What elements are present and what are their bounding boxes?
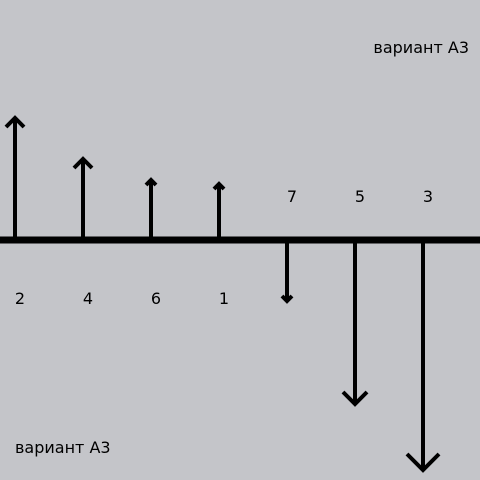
arrow-label-6: 6 <box>150 289 162 308</box>
arrow-label-7: 7 <box>286 187 298 206</box>
arrow-head-6 <box>144 177 158 187</box>
arrow-head-3 <box>405 452 441 473</box>
caption-top: вариант А3 <box>373 38 469 57</box>
arrow-label-4: 4 <box>82 289 94 308</box>
arrow-label-3: 3 <box>422 187 434 206</box>
arrow-4 <box>72 156 94 240</box>
arrow-label-1: 1 <box>218 289 230 308</box>
arrow-label-2: 2 <box>14 289 26 308</box>
arrow-1 <box>212 181 226 240</box>
arrow-2 <box>4 115 26 240</box>
arrow-7 <box>280 240 294 304</box>
arrow-head-1 <box>212 181 226 191</box>
arrow-head-4 <box>72 156 94 170</box>
arrow-head-5 <box>341 390 369 407</box>
arrow-5 <box>341 240 369 407</box>
arrow-head-7 <box>280 294 294 304</box>
arrow-6 <box>144 177 158 240</box>
caption-bottom: вариант А3 <box>15 438 111 457</box>
arrow-head-2 <box>4 115 26 129</box>
arrow-label-5: 5 <box>354 187 366 206</box>
arrow-3 <box>405 240 441 473</box>
